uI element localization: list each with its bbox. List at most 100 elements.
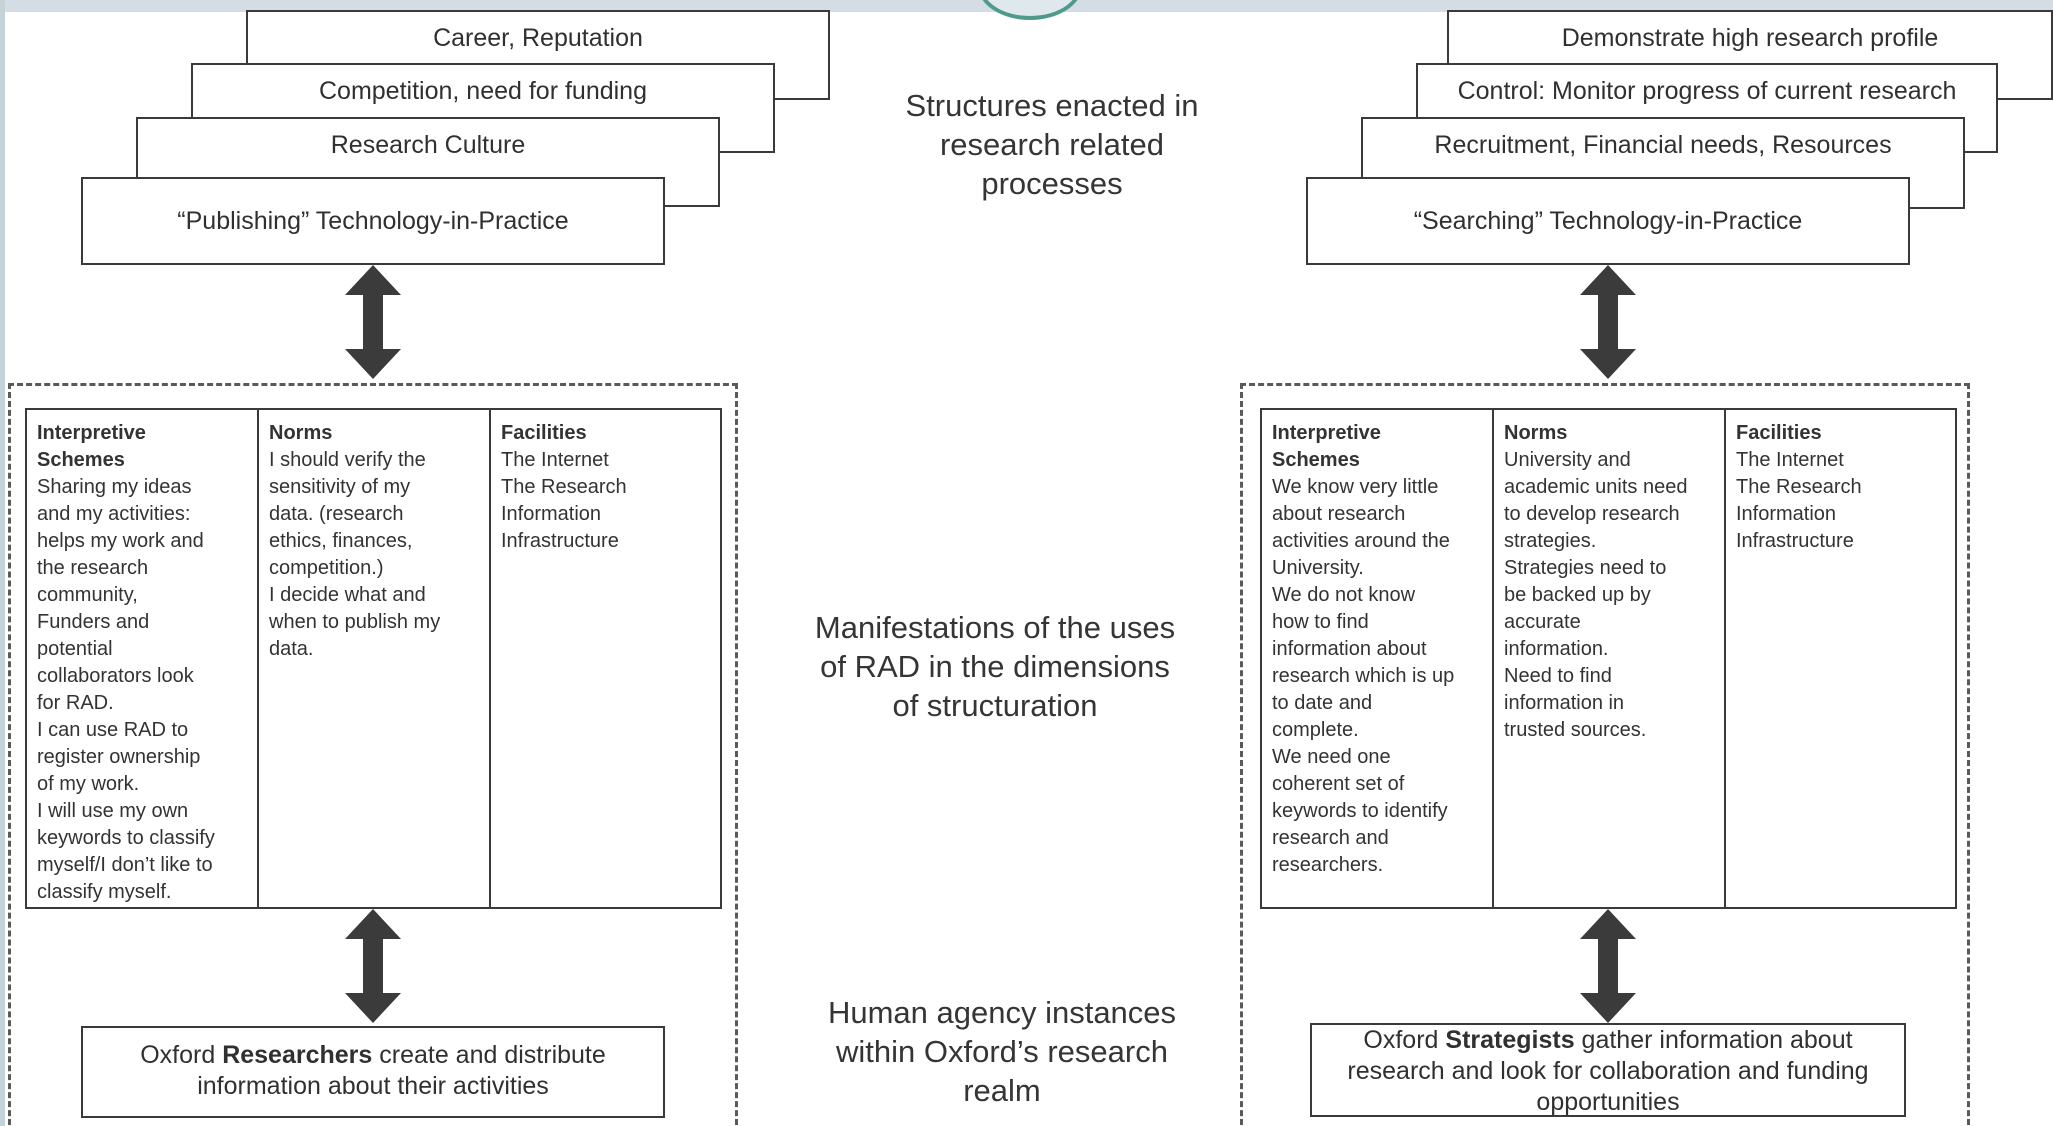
left-interpretive-line: Funders and	[37, 611, 150, 633]
label-structures-line-3: processes	[981, 166, 1123, 201]
left-arrow-lower	[345, 909, 401, 1023]
logo-ring-icon	[978, 0, 1082, 20]
right-interpretive-heading-2: Schemes	[1272, 449, 1360, 471]
left-interpretive-line: collaborators look	[37, 665, 194, 687]
left-agency-line-2: information about their activities	[197, 1072, 549, 1100]
right-norms-line: be backed up by	[1504, 584, 1651, 606]
right-norms-heading: Norms	[1504, 422, 1568, 444]
right-interpretive-line: research and	[1272, 827, 1389, 849]
right-interpretive-line: researchers.	[1272, 854, 1384, 876]
left-interpretive-heading-2: Schemes	[37, 449, 125, 471]
right-arrow-upper	[1580, 265, 1636, 379]
double-arrow-icon	[345, 265, 401, 379]
left-norms-line: data. (research	[269, 503, 404, 525]
left-dashed-container	[8, 383, 738, 1126]
right-norms-line: Need to find	[1504, 665, 1612, 687]
label-structures: Structures enacted in research related p…	[872, 86, 1232, 203]
right-facilities-heading: Facilities	[1736, 422, 1822, 444]
left-agency-suffix: create and distribute	[372, 1041, 606, 1069]
left-interpretive-line: for RAD.	[37, 692, 114, 714]
left-structuration-table: Interpretive Schemes Sharing my ideas an…	[25, 408, 722, 909]
right-dashed-container	[1240, 383, 1970, 1126]
left-interpretive-line: helps my work and	[37, 530, 204, 552]
right-agency-line-2: research and look for collaboration and …	[1347, 1057, 1869, 1085]
double-arrow-icon	[1580, 265, 1636, 379]
left-arrow-upper	[345, 265, 401, 379]
left-norms-heading: Norms	[269, 422, 333, 444]
right-stack-technology-in-practice-text: “Searching” Technology-in-Practice	[1413, 206, 1803, 235]
left-facilities-heading: Facilities	[501, 422, 587, 444]
left-col-norms: Norms I should verify the sensitivity of…	[259, 410, 491, 907]
right-agency-line-3: opportunities	[1536, 1088, 1680, 1116]
left-interpretive-line: myself/I don’t like to	[37, 854, 213, 876]
right-facilities-line: The Research	[1736, 476, 1862, 498]
left-col-facilities: Facilities The Internet The Research Inf…	[491, 410, 720, 907]
left-facilities-line: The Internet	[501, 449, 609, 471]
right-norms-line: Strategies need to	[1504, 557, 1667, 579]
label-manifestations-line-3: of structuration	[892, 688, 1098, 723]
right-norms-line: accurate	[1504, 611, 1581, 633]
label-human-agency: Human agency instances within Oxford’s r…	[802, 993, 1202, 1110]
right-stack-recruitment-text: Recruitment, Financial needs, Resources	[1434, 131, 1892, 159]
right-stack-control-text: Control: Monitor progress of current res…	[1457, 77, 1957, 105]
right-interpretive-line: how to find	[1272, 611, 1369, 633]
label-manifestations-line-2: of RAD in the dimensions	[820, 649, 1170, 684]
label-human-agency-line-2: within Oxford’s research	[836, 1034, 1168, 1069]
left-stack-technology-in-practice: “Publishing” Technology-in-Practice	[81, 177, 665, 265]
right-norms-line: to develop research	[1504, 503, 1680, 525]
left-norms-line: sensitivity of my	[269, 476, 411, 498]
left-interpretive-line: I will use my own	[37, 800, 189, 822]
left-interpretive-line: I can use RAD to	[37, 719, 189, 741]
right-interpretive-heading-1: Interpretive	[1272, 422, 1381, 444]
label-manifestations: Manifestations of the uses of RAD in the…	[790, 608, 1200, 725]
right-interpretive-line: activities around the	[1272, 530, 1450, 552]
right-interpretive-line: coherent set of	[1272, 773, 1405, 795]
label-manifestations-line-1: Manifestations of the uses	[814, 610, 1176, 645]
right-stack-research-profile-text: Demonstrate high research profile	[1561, 24, 1939, 52]
left-col-interpretive-schemes: Interpretive Schemes Sharing my ideas an…	[27, 410, 259, 907]
left-facilities-line: The Research	[501, 476, 627, 498]
right-facilities-line: The Internet	[1736, 449, 1844, 471]
right-norms-line: information in	[1504, 692, 1625, 714]
left-interpretive-line: and my activities:	[37, 503, 191, 525]
left-agency-prefix: Oxford	[140, 1041, 223, 1069]
left-interpretive-line: Sharing my ideas	[37, 476, 192, 498]
left-interpretive-line: classify myself.	[37, 881, 172, 903]
right-facilities-line: Infrastructure	[1736, 530, 1854, 552]
right-agency-prefix: Oxford	[1363, 1026, 1446, 1054]
left-norms-line: competition.)	[269, 557, 384, 579]
right-facilities-line: Information	[1736, 503, 1837, 525]
left-stack-culture-text: Research Culture	[330, 131, 526, 159]
right-norms-line: information.	[1504, 638, 1609, 660]
right-interpretive-line: about research	[1272, 503, 1406, 525]
left-interpretive-line: the research	[37, 557, 149, 579]
right-interpretive-line: research which is up	[1272, 665, 1455, 687]
right-interpretive-line: We do not know	[1272, 584, 1416, 606]
label-structures-line-2: research related	[939, 127, 1164, 162]
right-agency-line-1: Oxford Strategists gather information ab…	[1312, 1025, 1904, 1056]
left-interpretive-line: community,	[37, 584, 138, 606]
left-norms-line: when to publish my	[269, 611, 441, 633]
right-stack-technology-in-practice: “Searching” Technology-in-Practice	[1306, 177, 1910, 265]
label-human-agency-line-3: realm	[963, 1073, 1041, 1108]
double-arrow-icon	[345, 909, 401, 1023]
left-stack-technology-in-practice-text: “Publishing” Technology-in-Practice	[177, 206, 569, 235]
right-norms-line: trusted sources.	[1504, 719, 1647, 741]
left-interpretive-line: of my work.	[37, 773, 140, 795]
left-agency-box: Oxford Researchers create and distribute…	[81, 1026, 665, 1118]
double-arrow-icon	[1580, 909, 1636, 1023]
left-norms-line: data.	[269, 638, 314, 660]
right-interpretive-line: University.	[1272, 557, 1364, 579]
left-interpretive-line: keywords to classify	[37, 827, 215, 849]
right-agency-box: Oxford Strategists gather information ab…	[1310, 1023, 1906, 1117]
left-stack-competition-text: Competition, need for funding	[319, 77, 647, 105]
left-norms-line: ethics, finances,	[269, 530, 413, 552]
left-interpretive-heading-1: Interpretive	[37, 422, 146, 444]
right-interpretive-line: We need one	[1272, 746, 1391, 768]
left-interpretive-line: register ownership	[37, 746, 201, 768]
right-interpretive-line: We know very little	[1272, 476, 1439, 498]
right-interpretive-line: complete.	[1272, 719, 1359, 741]
right-agency-suffix: gather information about	[1574, 1026, 1853, 1054]
right-interpretive-line: keywords to identify	[1272, 800, 1448, 822]
